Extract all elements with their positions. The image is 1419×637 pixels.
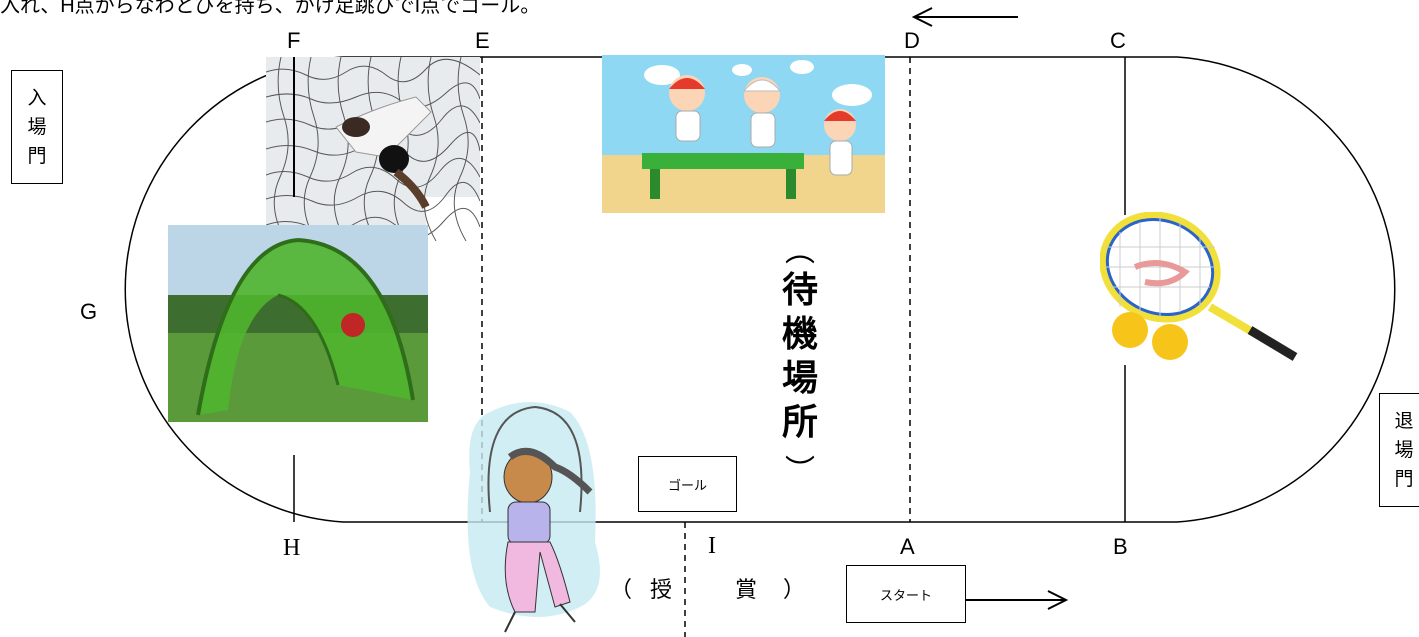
- point-label-d: D: [904, 28, 920, 53]
- track-outline: [124, 56, 1396, 523]
- point-label-g: G: [80, 299, 98, 324]
- exit-char-3: 門: [1394, 468, 1414, 490]
- entrance-char-3: 門: [27, 145, 47, 167]
- entrance-char-1: 入: [27, 87, 47, 109]
- exit-char-2: 場: [1394, 439, 1414, 461]
- point-label-e: E: [475, 28, 490, 53]
- point-label-h: H: [283, 535, 301, 561]
- waiting-area-close-paren: ︶: [785, 455, 815, 488]
- start-box: スタート: [846, 565, 966, 623]
- waiting-area-open-paren: ︵: [785, 235, 815, 268]
- goal-box: ゴール: [638, 456, 737, 512]
- waiting-area-label: ︵ 待 機 場 所 ︶: [775, 235, 825, 488]
- goal-tent-picture: [168, 225, 428, 422]
- point-label-c: C: [1110, 28, 1126, 53]
- direction-arrow-left: [911, 7, 1018, 27]
- waiting-area-char-3: 場: [781, 357, 818, 398]
- award-char-left: 授: [650, 577, 673, 602]
- exit-gate-label: 退 場 門: [1379, 393, 1419, 507]
- jump-rope-picture: [467, 402, 600, 633]
- waiting-area-char-1: 待: [781, 269, 818, 310]
- net-climbing-picture: [266, 57, 480, 241]
- point-label-i: I: [708, 533, 716, 559]
- award-open-paren: （: [610, 577, 633, 602]
- entrance-gate-label: 入 場 門: [11, 70, 63, 184]
- point-label-f: F: [287, 28, 301, 53]
- tennis-racket-picture: [1100, 212, 1298, 361]
- award-close-paren: ）: [783, 577, 806, 602]
- exit-char-1: 退: [1394, 410, 1414, 432]
- point-label-b: B: [1113, 534, 1128, 559]
- waiting-area-char-4: 所: [781, 401, 818, 442]
- award-char-right: 賞: [735, 577, 758, 602]
- direction-arrow-right: [966, 590, 1069, 610]
- instruction-text: 入れ、H点からなわとびを持ち、かけ足跳びでI点でゴール。: [0, 0, 541, 17]
- balance-beam-picture: [602, 55, 885, 213]
- waiting-area-char-2: 機: [781, 313, 818, 354]
- point-label-a: A: [900, 534, 915, 559]
- entrance-char-2: 場: [27, 116, 47, 138]
